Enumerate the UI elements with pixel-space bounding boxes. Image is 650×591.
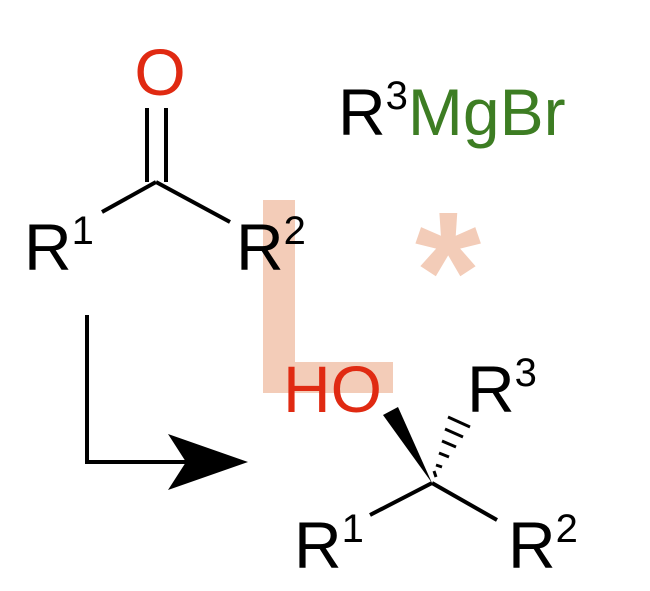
carbonyl-oxygen-label: O (134, 35, 185, 109)
grignard-reagent: R3MgBr (338, 74, 566, 149)
product-r3-label: R3 (467, 351, 537, 426)
reaction-arrow (85, 315, 248, 490)
reactant-r2-label: R2 (236, 209, 306, 284)
reagent-label: R3MgBr (338, 74, 566, 149)
product-bond-to-r1 (369, 481, 433, 517)
wedge-bond-to-hydroxyl (383, 407, 432, 483)
ketone-bond-to-r2 (155, 180, 231, 224)
product-r2-label: R2 (508, 507, 578, 582)
product-hydroxyl-label: HO (283, 352, 382, 426)
watermark-l-horizontal (263, 362, 393, 393)
ketone-bond-to-r1 (101, 180, 157, 214)
product-r1-label: R1 (294, 507, 364, 582)
reactant-r1-label: R1 (24, 209, 94, 284)
watermark-asterisk: * (415, 177, 481, 367)
reaction-arrow-shaft (85, 315, 195, 464)
ketone-reactant: O R1 R2 (24, 35, 306, 284)
product-bond-to-r2 (431, 481, 498, 522)
watermark-l-vertical (263, 200, 295, 393)
alcohol-product: HO R3 R1 R2 (283, 351, 578, 582)
reaction-arrow-head (168, 434, 248, 490)
watermark: * (263, 177, 481, 393)
hashed-bond-to-r3 (432, 415, 471, 478)
